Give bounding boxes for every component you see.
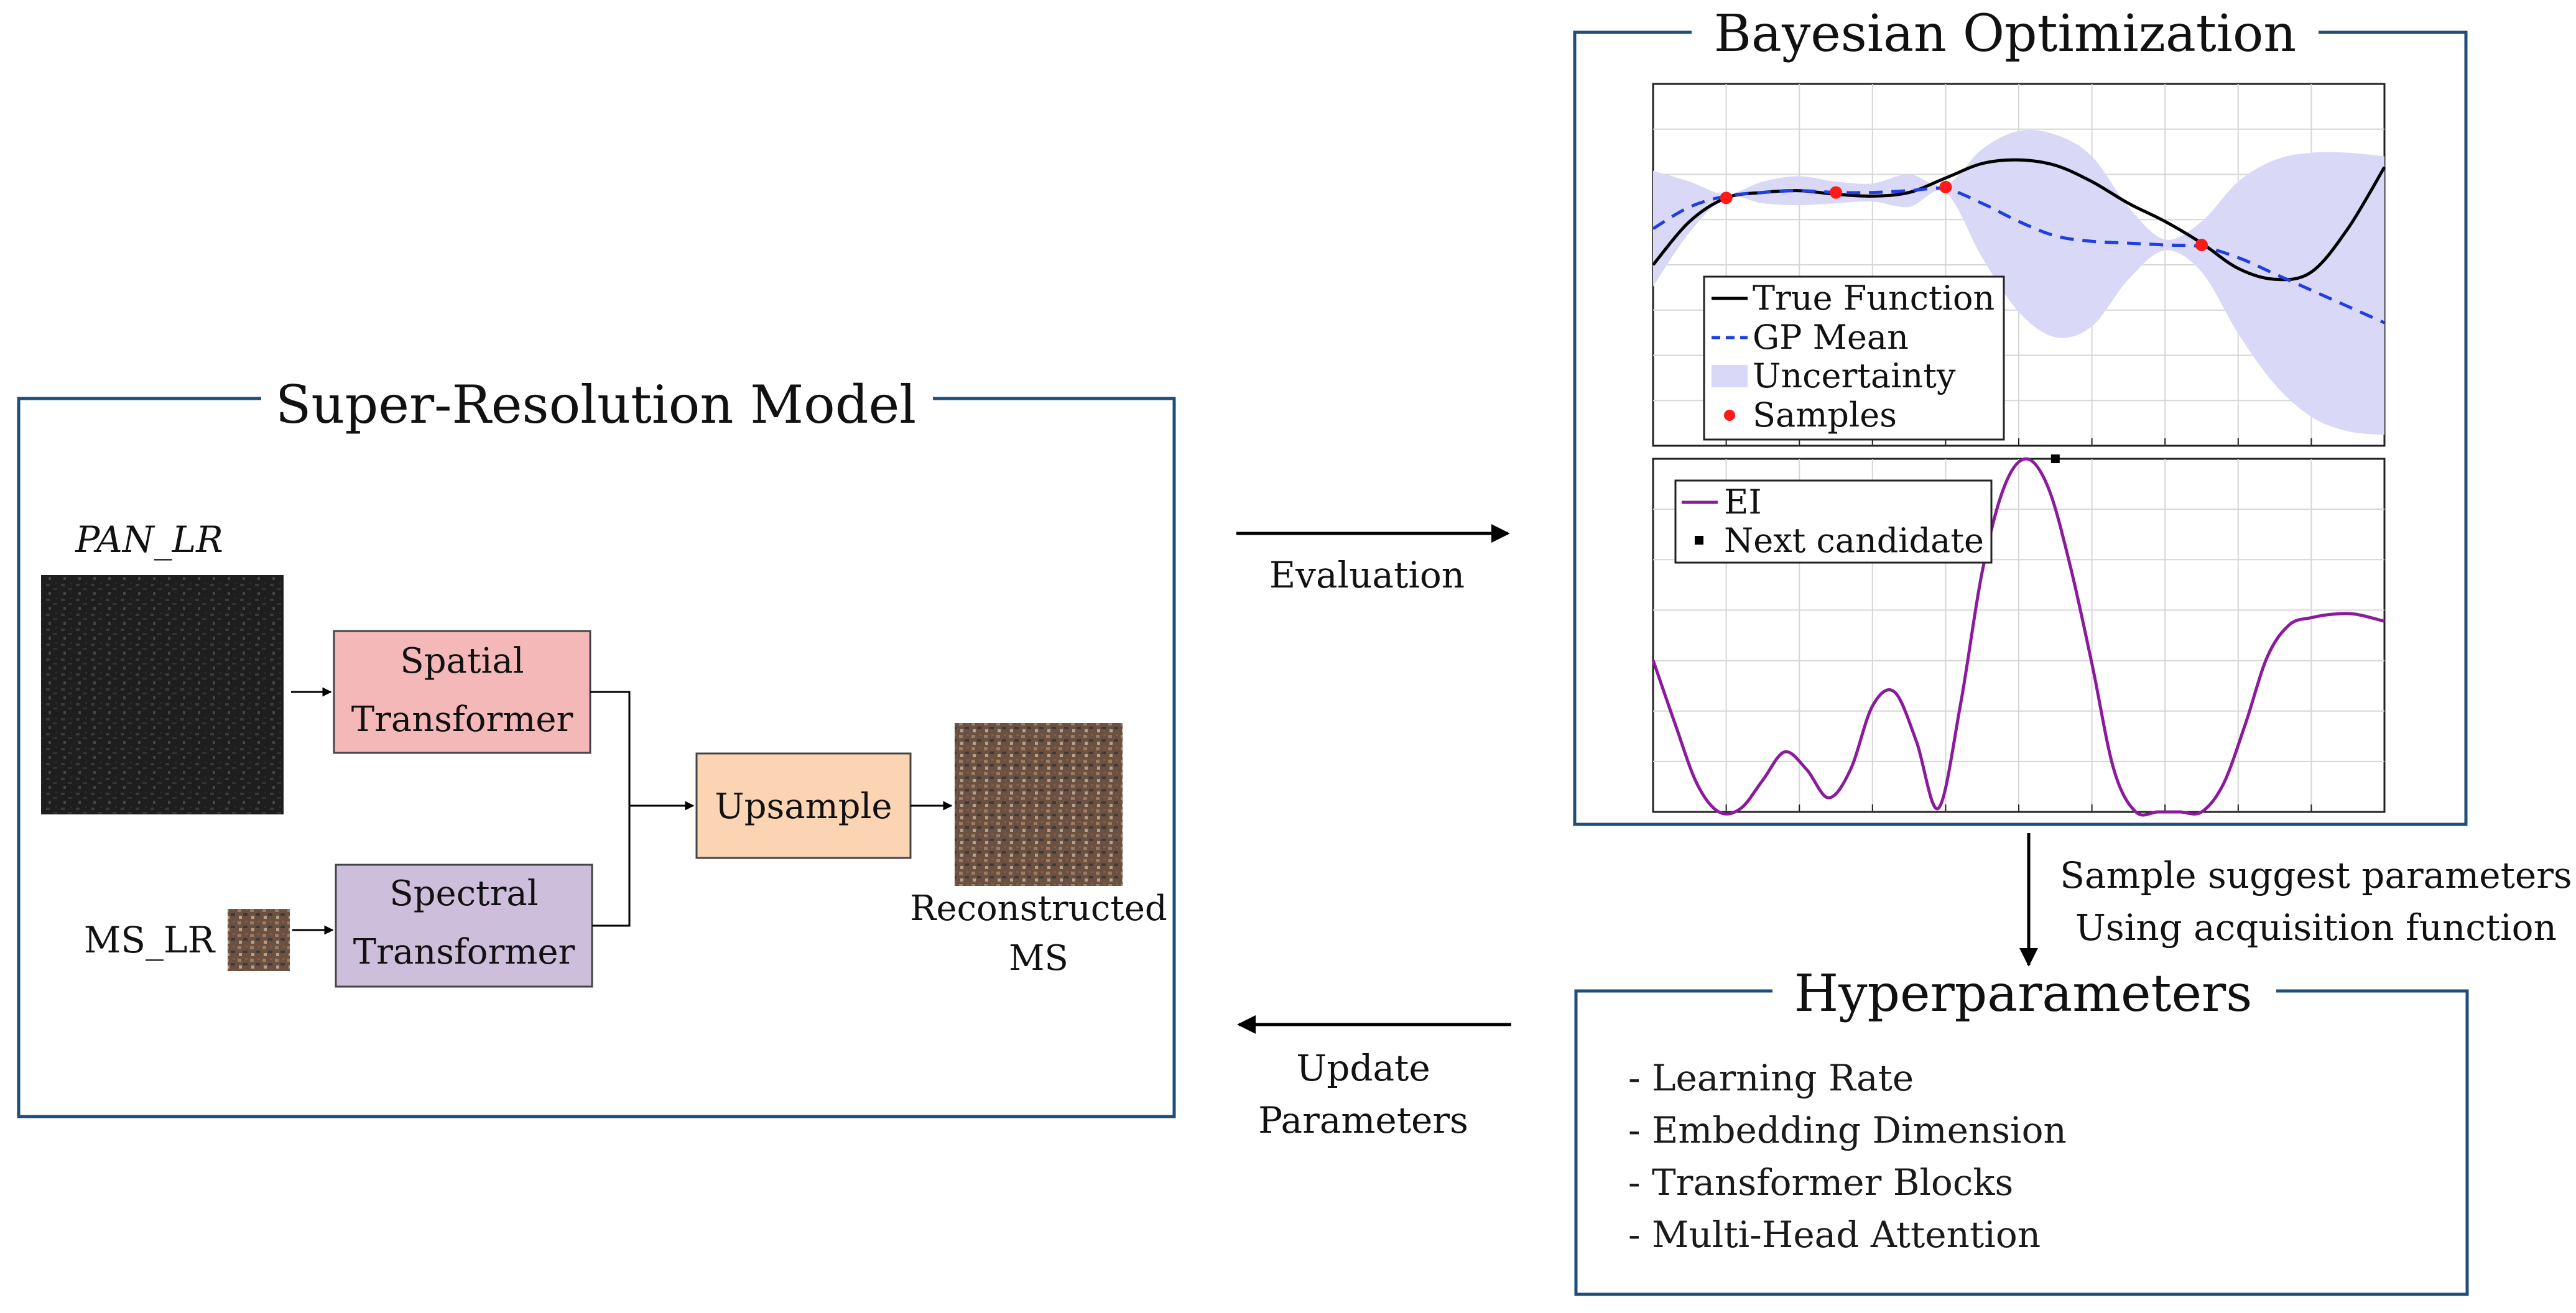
hp-frame bbox=[1574, 989, 2469, 1296]
spatial-transformer-block: Spatial Transformer bbox=[333, 630, 591, 754]
hyperparameters-panel: Hyperparameters bbox=[1574, 964, 2469, 1296]
sample-points bbox=[1720, 180, 2208, 251]
hyperparameter-item: - Multi-Head Attention bbox=[1628, 1214, 2041, 1256]
hyperparameter-item: - Transformer Blocks bbox=[1628, 1161, 2014, 1204]
spatial-label-line1: Spatial bbox=[400, 641, 524, 681]
legend-true-label: True Function bbox=[1753, 279, 1995, 318]
pan-image bbox=[41, 575, 284, 814]
sample-label-line1: Sample suggest parameters bbox=[2060, 854, 2572, 896]
update-label-line1: Update bbox=[1296, 1047, 1430, 1089]
bo-frame bbox=[1573, 30, 2468, 826]
ms-label: MS_LR bbox=[84, 919, 216, 961]
pan-label: PAN_LR bbox=[75, 518, 223, 561]
evaluation-label: Evaluation bbox=[1269, 554, 1465, 596]
sample-point bbox=[1830, 186, 1842, 199]
gp-chart: True Function GP Mean Uncertainty Sample… bbox=[1652, 83, 2386, 447]
sr-frame bbox=[17, 397, 1176, 1118]
reconstructed-label-line1: Reconstructed bbox=[910, 888, 1167, 929]
upsample-block: Upsample bbox=[695, 752, 912, 859]
reconstructed-label-line2: MS bbox=[1009, 938, 1068, 979]
reconstructed-image bbox=[955, 723, 1123, 886]
sample-point bbox=[1720, 191, 1733, 205]
spectral-connector bbox=[592, 806, 631, 927]
sample-point bbox=[1939, 180, 1952, 193]
gp-mean-line bbox=[1652, 187, 2386, 325]
ms-image bbox=[228, 909, 290, 971]
hyperparameter-list: - Learning Rate - Embedding Dimension - … bbox=[1628, 1052, 2067, 1261]
hp-title: Hyperparameters bbox=[1794, 964, 2253, 1023]
sr-title: Super-Resolution Model bbox=[276, 374, 916, 435]
ei-line bbox=[1651, 457, 2385, 817]
legend-candidate-swatch bbox=[1695, 536, 1703, 545]
uncertainty-band bbox=[1653, 129, 2384, 435]
hyperparameter-item: - Learning Rate bbox=[1628, 1057, 1914, 1099]
ei-legend: EI Next candidate bbox=[1674, 479, 1993, 564]
bo-title: Bayesian Optimization bbox=[1714, 4, 2296, 63]
legend-ei-label: EI bbox=[1724, 482, 1762, 522]
spectral-label-line2: Transformer bbox=[353, 932, 575, 972]
legend-mean-label: GP Mean bbox=[1753, 318, 1909, 357]
sample-label-line2: Using acquisition function bbox=[2075, 906, 2557, 949]
legend-sample-swatch bbox=[1724, 410, 1735, 421]
bayesian-panel: Bayesian Optimization True Function GP M… bbox=[1573, 4, 2468, 826]
legend-uncertainty-swatch bbox=[1712, 365, 1748, 387]
spatial-connector bbox=[590, 691, 631, 806]
legend-sample-label: Samples bbox=[1753, 395, 1897, 435]
upsample-label: Upsample bbox=[715, 786, 892, 827]
spectral-label-line1: Spectral bbox=[389, 873, 538, 914]
update-label-line2: Parameters bbox=[1258, 1099, 1468, 1141]
super-resolution-panel: Super-Resolution Model PAN_LR MS_LR Spat… bbox=[17, 374, 1176, 1118]
sample-point bbox=[2195, 238, 2208, 251]
hyperparameter-item: - Embedding Dimension bbox=[1628, 1109, 2067, 1151]
next-candidate-marker bbox=[2050, 454, 2060, 463]
legend-candidate-label: Next candidate bbox=[1724, 521, 1984, 560]
spatial-label-line2: Transformer bbox=[351, 699, 573, 740]
ei-chart: EI Next candidate bbox=[1651, 454, 2386, 817]
gp-legend: True Function GP Mean Uncertainty Sample… bbox=[1703, 275, 2005, 441]
legend-uncertainty-label: Uncertainty bbox=[1753, 356, 1956, 395]
spectral-transformer-block: Spectral Transformer bbox=[335, 864, 593, 988]
